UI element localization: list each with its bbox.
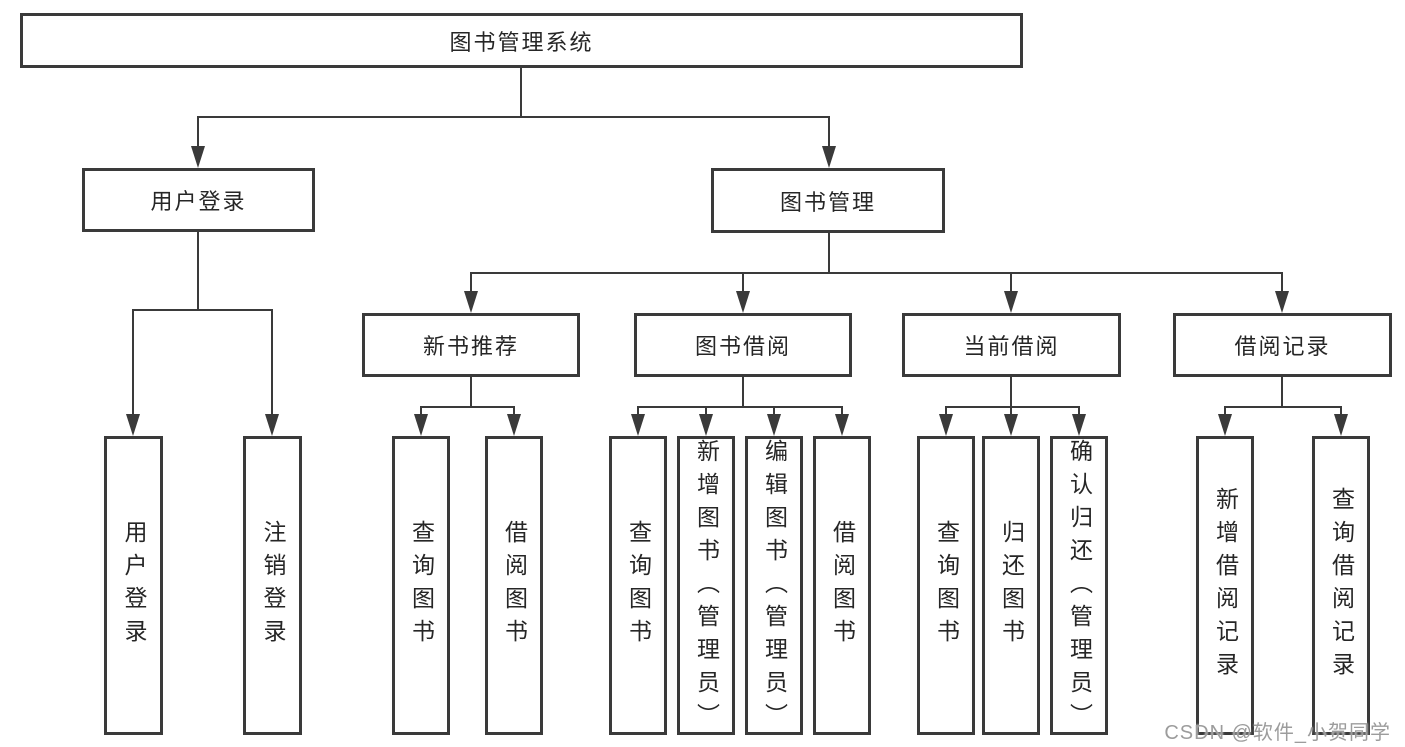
- connector-line: [197, 232, 199, 311]
- arrow-down-icon: [464, 291, 478, 313]
- leaf-query-borrowing-record: 查询借阅记录: [1312, 436, 1370, 735]
- node-current-borrowing: 当前借阅: [902, 313, 1121, 377]
- leaf-add-borrowing-record: 新增借阅记录: [1196, 436, 1254, 735]
- connector-line: [1010, 272, 1012, 293]
- connector-line: [828, 116, 830, 147]
- arrow-down-icon: [1334, 414, 1348, 436]
- connector-line: [1224, 406, 1342, 408]
- node-book-management: 图书管理: [711, 168, 945, 233]
- arrow-down-icon: [822, 146, 836, 168]
- connector-line: [197, 116, 830, 118]
- connector-line: [742, 377, 744, 408]
- leaf-confirm-return-admin: 确认归还（管理员）: [1050, 436, 1108, 736]
- arrow-down-icon: [507, 414, 521, 436]
- leaf-query-books-borrowing: 查询图书: [609, 436, 667, 735]
- node-user-login: 用户登录: [82, 168, 315, 232]
- connector-line: [945, 406, 947, 415]
- connector-line: [637, 406, 639, 415]
- connector-line: [513, 406, 515, 415]
- connector-line: [520, 68, 522, 118]
- arrow-down-icon: [1004, 414, 1018, 436]
- connector-line: [1340, 406, 1342, 415]
- connector-line: [132, 309, 134, 415]
- arrow-down-icon: [631, 414, 645, 436]
- node-borrowing-records: 借阅记录: [1173, 313, 1392, 377]
- node-new-book-recommendation: 新书推荐: [362, 313, 580, 377]
- connector-line: [470, 377, 472, 408]
- connector-line: [945, 406, 1080, 408]
- arrow-down-icon: [736, 291, 750, 313]
- arrow-down-icon: [939, 414, 953, 436]
- leaf-edit-book-admin: 编辑图书（管理员）: [745, 436, 803, 736]
- connector-line: [1281, 272, 1283, 293]
- connector-line: [1281, 377, 1283, 408]
- connector-line: [705, 406, 707, 415]
- connector-line: [1078, 406, 1080, 415]
- connector-line: [132, 309, 273, 311]
- arrow-down-icon: [1072, 414, 1086, 436]
- leaf-borrow-books-recommend: 借阅图书: [485, 436, 543, 735]
- connector-line: [420, 406, 422, 415]
- arrow-down-icon: [699, 414, 713, 436]
- arrow-down-icon: [191, 146, 205, 168]
- connector-line: [828, 232, 830, 274]
- connector-line: [271, 309, 273, 415]
- arrow-down-icon: [126, 414, 140, 436]
- connector-line: [420, 406, 515, 408]
- node-book-borrowing: 图书借阅: [634, 313, 852, 377]
- leaf-user-login: 用户登录: [104, 436, 163, 735]
- arrow-down-icon: [767, 414, 781, 436]
- csdn-watermark: CSDN @软件_小贺同学: [1164, 722, 1391, 744]
- arrow-down-icon: [1218, 414, 1232, 436]
- connector-line: [1010, 377, 1012, 408]
- arrow-down-icon: [835, 414, 849, 436]
- leaf-query-books-current: 查询图书: [917, 436, 975, 735]
- connector-line: [1224, 406, 1226, 415]
- node-library-management-system: 图书管理系统: [20, 13, 1023, 68]
- connector-line: [197, 116, 199, 147]
- arrow-down-icon: [1275, 291, 1289, 313]
- connector-line: [742, 272, 744, 293]
- arrow-down-icon: [1004, 291, 1018, 313]
- connector-line: [1010, 406, 1012, 415]
- leaf-add-book-admin: 新增图书（管理员）: [677, 436, 735, 736]
- connector-line: [841, 406, 843, 415]
- connector-line: [470, 272, 472, 293]
- arrow-down-icon: [265, 414, 279, 436]
- connector-line: [470, 272, 1283, 274]
- connector-line: [637, 406, 843, 408]
- leaf-query-books-recommend: 查询图书: [392, 436, 450, 735]
- leaf-return-books: 归还图书: [982, 436, 1040, 735]
- leaf-borrow-books-borrowing: 借阅图书: [813, 436, 871, 735]
- arrow-down-icon: [414, 414, 428, 436]
- connector-line: [773, 406, 775, 415]
- leaf-logout: 注销登录: [243, 436, 302, 735]
